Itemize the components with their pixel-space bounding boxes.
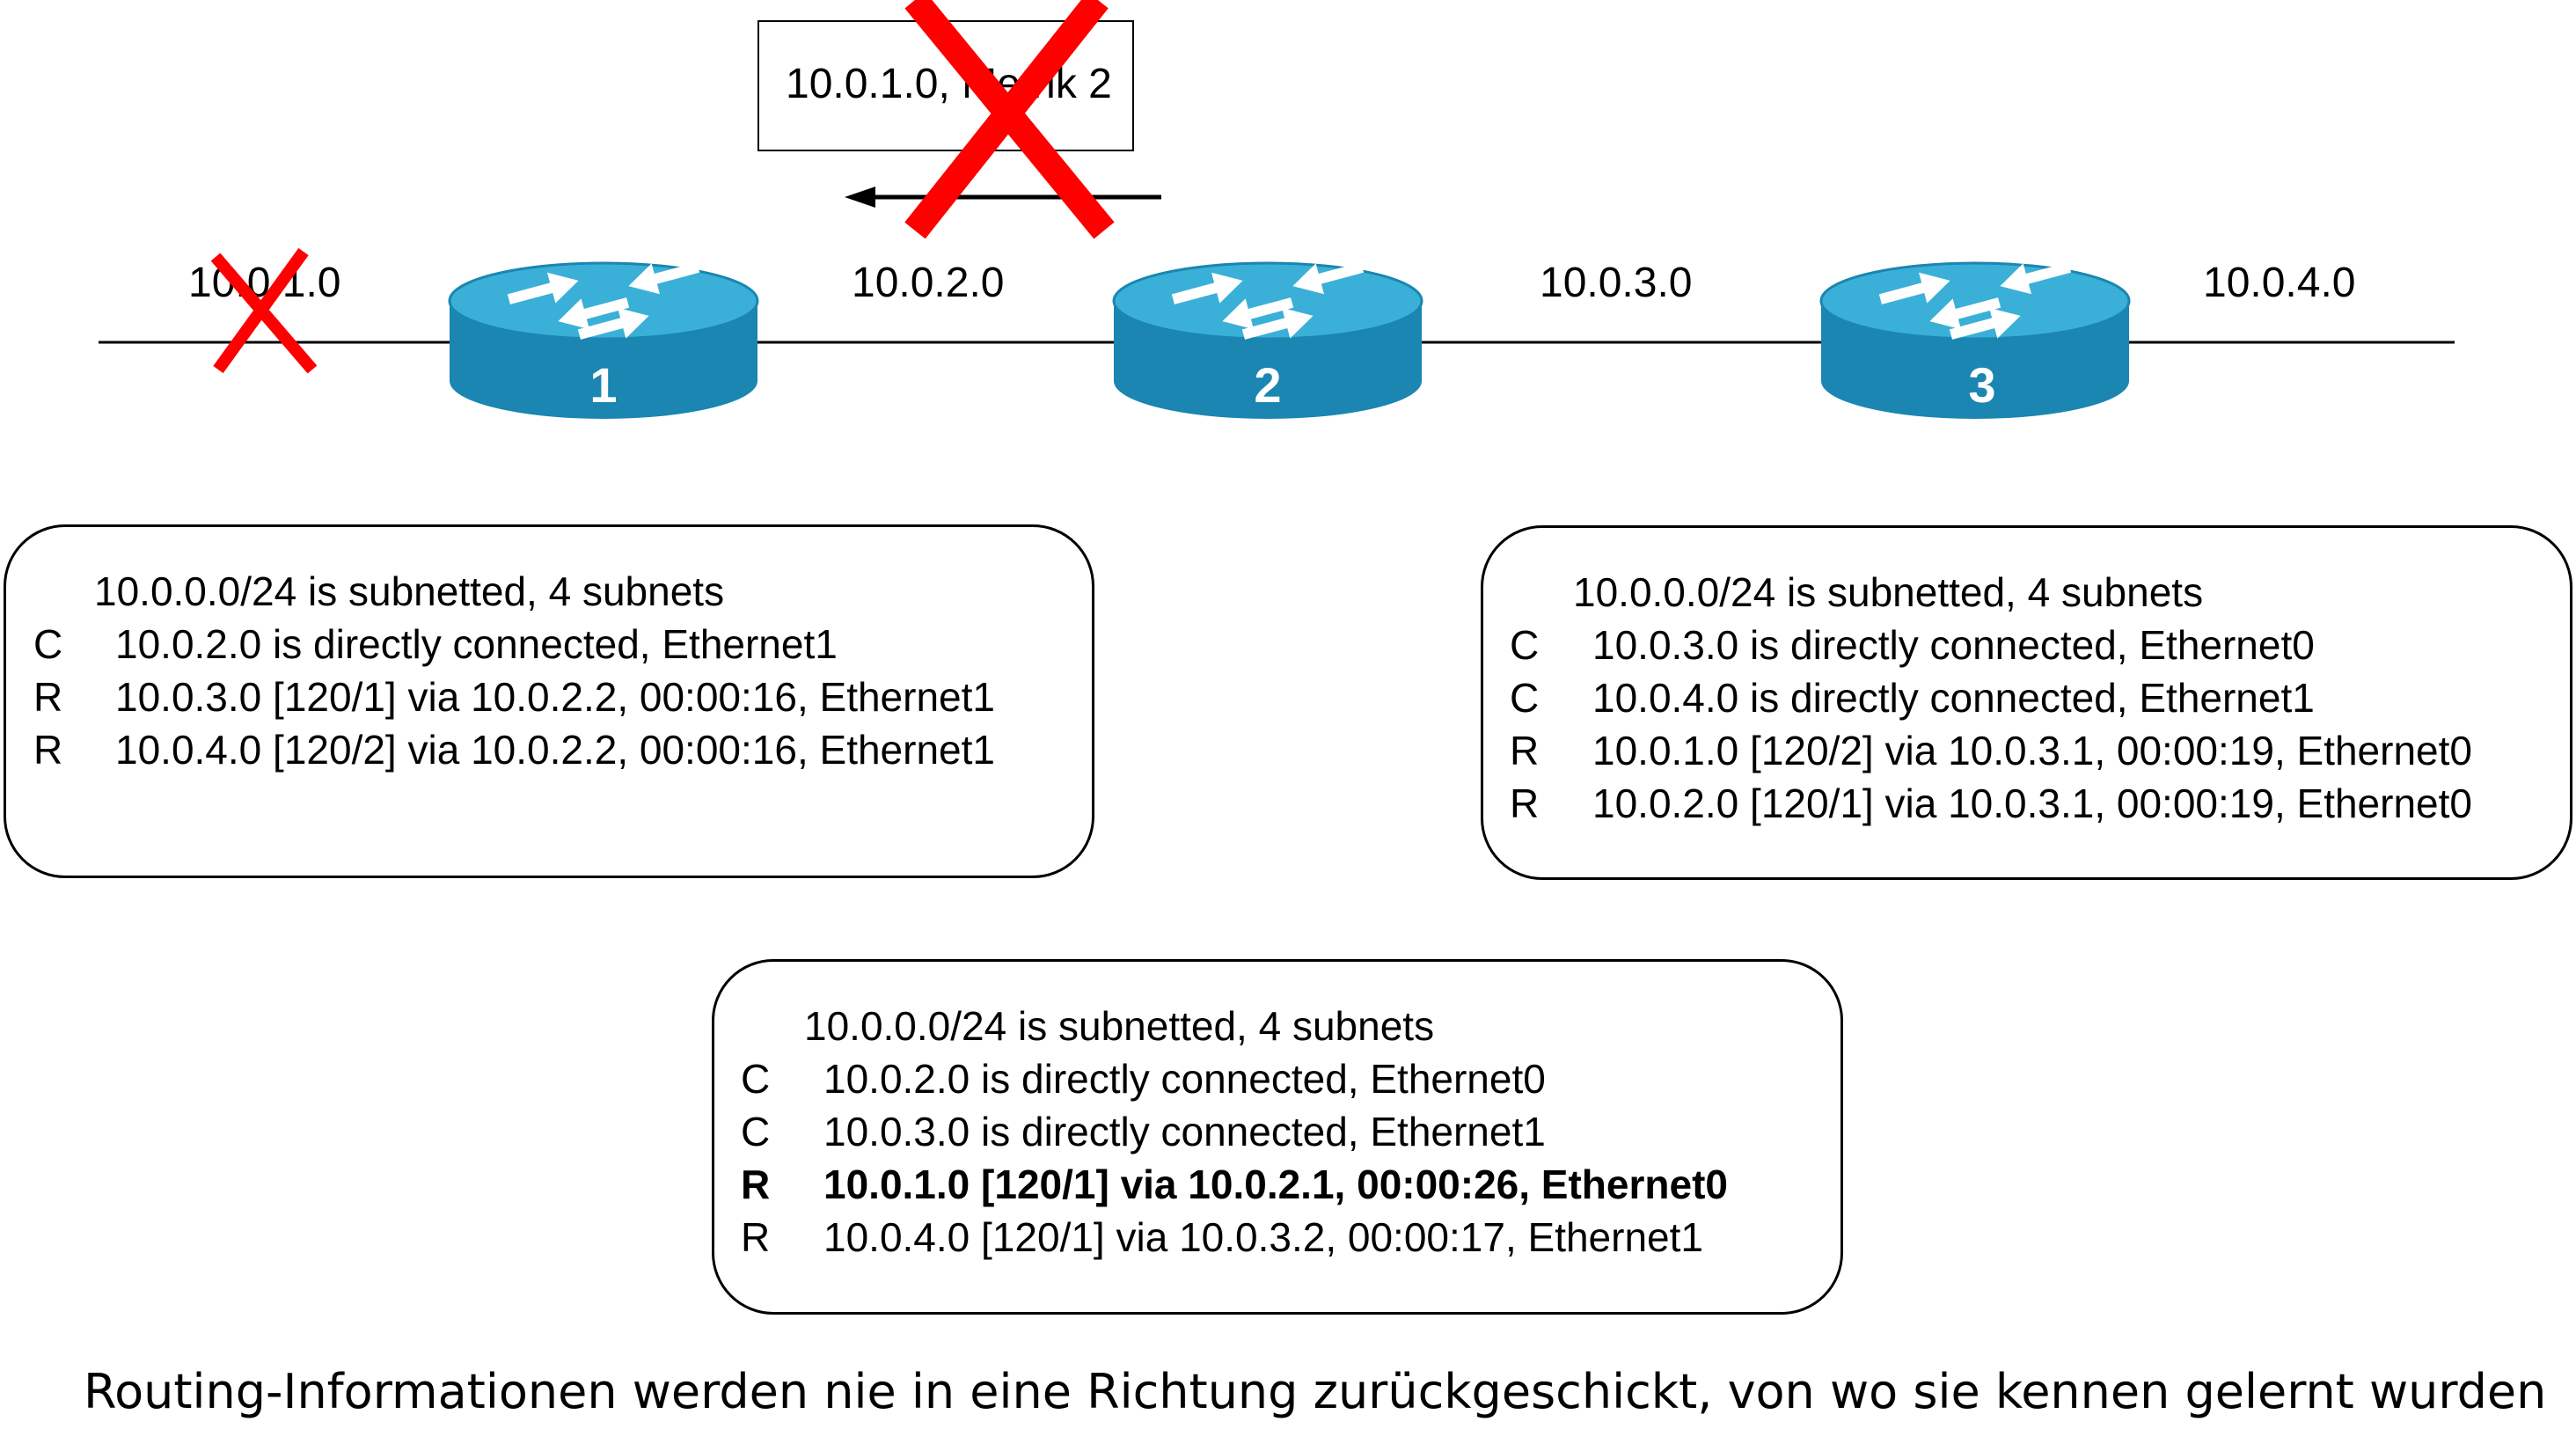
- route-entry: 10.0.4.0 [120/1] via 10.0.3.2, 00:00:17,…: [823, 1214, 1703, 1260]
- route-code: C: [1510, 675, 1540, 721]
- router-2-number: 2: [1254, 357, 1282, 413]
- route-code: C: [741, 1056, 771, 1102]
- router-3-number: 3: [1968, 357, 1996, 413]
- route-entry: 10.0.1.0 [120/2] via 10.0.3.1, 00:00:19,…: [1592, 728, 2472, 773]
- routing-table-router-1: 10.0.0.0/24 is subnetted, 4 subnets C 10…: [4, 524, 1094, 878]
- route-code: C: [1510, 622, 1540, 668]
- routing-table-router-3: 10.0.0.0/24 is subnetted, 4 subnets C 10…: [1481, 525, 2572, 880]
- router-1-icon: [448, 261, 759, 419]
- route-code: R: [33, 674, 63, 720]
- routing-table-router-2: 10.0.0.0/24 is subnetted, 4 subnets C 10…: [712, 959, 1843, 1315]
- router-2-icon: [1112, 261, 1423, 419]
- route-entry: 10.0.2.0 [120/1] via 10.0.3.1, 00:00:19,…: [1592, 780, 2472, 826]
- route-entry: 10.0.2.0 is directly connected, Ethernet…: [823, 1056, 1546, 1102]
- table-header: 10.0.0.0/24 is subnetted, 4 subnets: [804, 1003, 1435, 1049]
- route-entry: 10.0.3.0 [120/1] via 10.0.2.2, 00:00:16,…: [115, 674, 995, 720]
- route-entry: 10.0.3.0 is directly connected, Ethernet…: [823, 1109, 1546, 1154]
- route-code: R: [33, 727, 63, 773]
- network-label-1: 10.0.1.0: [188, 260, 341, 306]
- route-code: R: [741, 1214, 771, 1260]
- footer-caption: Routing-Informationen werden nie in eine…: [84, 1364, 2547, 1419]
- route-entry: 10.0.2.0 is directly connected, Ethernet…: [115, 621, 838, 667]
- network-label-3: 10.0.3.0: [1540, 260, 1693, 306]
- route-entry: 10.0.4.0 is directly connected, Ethernet…: [1592, 675, 2315, 721]
- route-code: C: [741, 1109, 771, 1154]
- update-arrowhead: [845, 187, 875, 208]
- route-entry-highlighted: 10.0.1.0 [120/1] via 10.0.2.1, 00:00:26,…: [823, 1162, 1728, 1207]
- router-3-icon: [1819, 261, 2131, 419]
- route-entry: 10.0.3.0 is directly connected, Ethernet…: [1592, 622, 2315, 668]
- router-1-number: 1: [589, 357, 618, 413]
- network-label-4: 10.0.4.0: [2203, 260, 2356, 306]
- route-code-highlighted: R: [741, 1162, 771, 1207]
- route-entry: 10.0.4.0 [120/2] via 10.0.2.2, 00:00:16,…: [115, 727, 995, 773]
- table-header: 10.0.0.0/24 is subnetted, 4 subnets: [94, 568, 725, 614]
- route-code: R: [1510, 780, 1540, 826]
- route-code: R: [1510, 728, 1540, 773]
- network-label-2: 10.0.2.0: [852, 260, 1005, 306]
- route-code: C: [33, 621, 63, 667]
- update-message-text: 10.0.1.0, Metrik 2: [786, 61, 1112, 107]
- table-header: 10.0.0.0/24 is subnetted, 4 subnets: [1573, 569, 2204, 615]
